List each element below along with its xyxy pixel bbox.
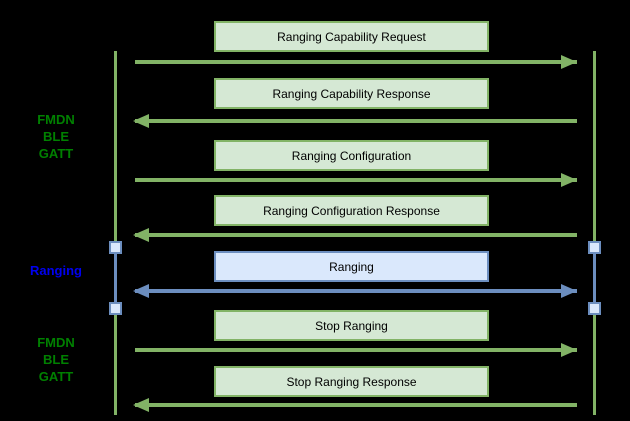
arrowhead-left [133,228,149,242]
arrow-line [135,403,577,407]
message-label: Stop Ranging Response [286,374,417,389]
arrow-line [135,60,577,64]
arrowhead-left [133,398,149,412]
message-label: Ranging [329,259,374,274]
arrowhead-right [561,55,577,69]
activation-line [114,245,117,311]
activation-endpoint-square [109,241,122,254]
arrow-line [135,233,577,237]
message-label: Ranging Configuration Response [263,203,440,218]
message-box: Stop Ranging Response [214,366,489,397]
message-label: Ranging Capability Response [272,86,431,101]
activation-left [109,241,122,315]
section-label-ranging: Ranging [30,263,82,278]
message-label: Ranging Capability Request [277,29,426,44]
activation-endpoint-square [588,241,601,254]
message-box: Stop Ranging [214,310,489,341]
activation-right [588,241,601,315]
arrowhead-left [133,284,149,298]
message-label: Ranging Configuration [291,148,412,163]
activation-line [593,245,596,311]
lifeline-right [593,51,596,415]
message-box: Ranging Configuration [214,140,489,171]
arrowhead-right [561,343,577,357]
section-label-fmdn-ble-gatt-top: FMDN BLE GATT [37,112,75,161]
arrowhead-right [561,173,577,187]
message-box: Ranging Capability Response [214,78,489,109]
arrowhead-right [561,284,577,298]
arrow-line [135,289,577,293]
activation-endpoint-square [109,302,122,315]
arrow-line [135,178,577,182]
message-label: Stop Ranging [315,318,388,333]
message-box: Ranging Configuration Response [214,195,489,226]
arrowhead-left [133,114,149,128]
lifeline-left [114,51,117,415]
arrow-line [135,348,577,352]
message-box: Ranging Capability Request [214,21,489,52]
section-label-fmdn-ble-gatt-bottom: FMDN BLE GATT [37,335,75,384]
arrow-line [135,119,577,123]
activation-endpoint-square [588,302,601,315]
message-box: Ranging [214,251,489,282]
